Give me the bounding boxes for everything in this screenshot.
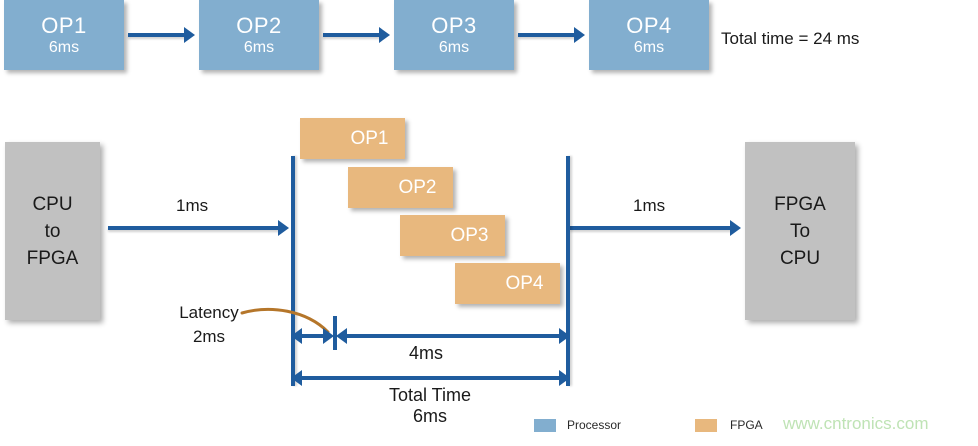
serial-op-4-name: OP4 bbox=[626, 12, 672, 38]
fpga-to-cpu-line-1: FPGA bbox=[774, 193, 826, 215]
cpu-to-fpga-line-2: to bbox=[44, 220, 61, 242]
cpu-to-fpga-line-1: CPU bbox=[32, 193, 73, 215]
parallel-op-3-label: OP3 bbox=[450, 224, 489, 246]
parallel-op-block-4: OP4 bbox=[455, 263, 560, 304]
serial-op-1-name: OP1 bbox=[41, 12, 87, 38]
parallel-op-block-3: OP3 bbox=[400, 215, 505, 256]
legend-label-fpga: FPGA bbox=[730, 418, 763, 432]
transfer-in-label: 1ms bbox=[176, 196, 209, 215]
fpga-to-cpu-block: FPGA To CPU bbox=[745, 142, 855, 320]
serial-arrow-2 bbox=[323, 27, 390, 43]
serial-op-block-1: OP1 6ms bbox=[4, 0, 124, 70]
serial-op-3-name: OP3 bbox=[431, 12, 477, 38]
serial-op-3-time: 6ms bbox=[438, 38, 470, 56]
exec-end-line bbox=[566, 156, 570, 386]
cpu-to-fpga-line-3: FPGA bbox=[26, 247, 79, 269]
serial-arrow-1 bbox=[128, 27, 195, 43]
parallel-op-2-label: OP2 bbox=[398, 176, 437, 198]
total-time-label-line-2: 6ms bbox=[412, 406, 447, 426]
serial-op-2-name: OP2 bbox=[236, 12, 282, 38]
serial-total-time-label: Total time = 24 ms bbox=[721, 29, 860, 48]
total-time-label-line-1: Total Time bbox=[388, 385, 472, 405]
serial-op-block-4: OP4 6ms bbox=[589, 0, 709, 70]
latency-label-line-1: Latency bbox=[179, 303, 239, 322]
parallel-op-block-2: OP2 bbox=[348, 167, 453, 208]
latency-label-line-2: 2ms bbox=[192, 327, 226, 346]
serial-op-block-3: OP3 6ms bbox=[394, 0, 514, 70]
serial-op-4-time: 6ms bbox=[633, 38, 665, 56]
parallel-op-1-label: OP1 bbox=[350, 127, 389, 149]
exec-time-label: 4ms bbox=[409, 343, 444, 363]
exec-start-line bbox=[291, 156, 295, 386]
latency-dimension-arrow bbox=[291, 328, 334, 344]
exec-start-tick bbox=[333, 316, 337, 350]
fpga-to-cpu-line-2: To bbox=[789, 220, 811, 242]
site-watermark: www.cntronics.com bbox=[783, 414, 929, 433]
serial-arrow-3 bbox=[518, 27, 585, 43]
total-dimension-arrow bbox=[291, 370, 570, 386]
legend-swatch-fpga bbox=[695, 419, 717, 432]
transfer-in-arrow bbox=[108, 220, 289, 236]
exec-dimension-arrow bbox=[336, 328, 570, 344]
fpga-to-cpu-line-3: CPU bbox=[779, 247, 821, 269]
legend-label-processor: Processor bbox=[567, 418, 622, 432]
transfer-out-arrow bbox=[570, 220, 741, 236]
serial-op-1-time: 6ms bbox=[48, 38, 80, 56]
serial-op-2-time: 6ms bbox=[243, 38, 275, 56]
legend-swatch-processor bbox=[534, 419, 556, 432]
serial-op-block-2: OP2 6ms bbox=[199, 0, 319, 70]
parallel-op-4-label: OP4 bbox=[505, 272, 544, 294]
transfer-out-label: 1ms bbox=[633, 196, 666, 215]
cpu-to-fpga-block: CPU to FPGA bbox=[5, 142, 100, 320]
parallel-op-block-1: OP1 bbox=[300, 118, 405, 159]
